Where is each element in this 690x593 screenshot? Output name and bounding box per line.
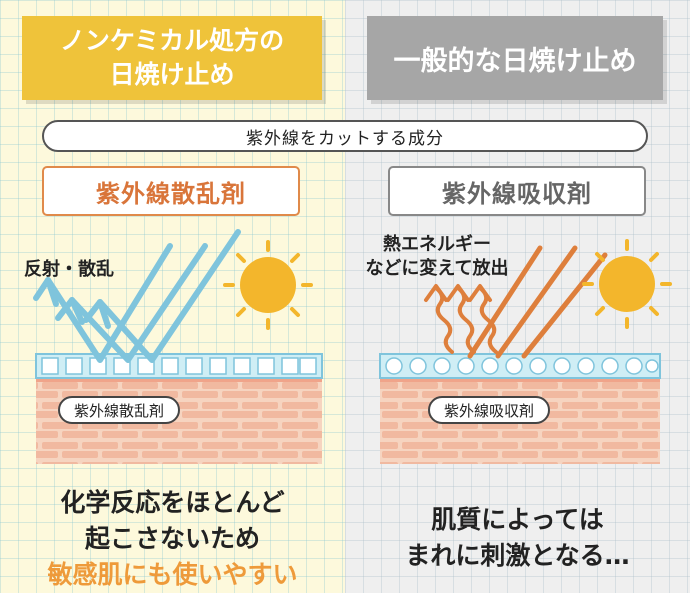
- absorb-particle: [529, 357, 547, 375]
- absorb-particle: [577, 357, 595, 375]
- uv-ray-incoming: [495, 245, 578, 359]
- left-skin-label: 紫外線散乱剤: [58, 396, 181, 424]
- shared-label: 紫外線をカットする成分: [246, 128, 444, 149]
- absorb-particle: [409, 357, 427, 375]
- left-skin-label-text: 紫外線散乱剤: [74, 401, 165, 420]
- scatter-particle: [209, 357, 227, 375]
- right-heat-waves: [424, 284, 498, 354]
- arrowhead: [55, 297, 85, 325]
- absorb-particle: [601, 357, 619, 375]
- absorb-particle: [625, 357, 643, 375]
- right-bottom-text: 肌質によっては まれに刺激となる…: [345, 502, 690, 574]
- right-annotation-line1: 熱エネルギー: [383, 234, 491, 255]
- scatter-particle: [257, 357, 275, 375]
- heat-wave: [478, 286, 498, 354]
- absorb-particle: [433, 357, 451, 375]
- left-bottom-line2: 起こさないため: [84, 524, 260, 553]
- right-ingredient-label: 紫外線吸収剤: [388, 166, 646, 216]
- scatter-particle: [41, 357, 59, 375]
- scatter-particle: [299, 357, 317, 375]
- absorb-particle: [481, 357, 499, 375]
- uv-ray-incoming: [521, 252, 608, 359]
- absorb-particle: [385, 357, 403, 375]
- absorb-particle: [553, 357, 571, 375]
- heat-wave: [456, 286, 476, 354]
- left-title-line2: 日焼け止め: [109, 60, 235, 89]
- arrowhead: [83, 299, 111, 329]
- uv-ray-reflect: [69, 243, 208, 363]
- right-skin-label-text: 紫外線吸収剤: [444, 401, 535, 420]
- left-title-box: ノンケミカル処方の 日焼け止め: [22, 16, 322, 100]
- right-absorb-layer: [379, 353, 661, 379]
- right-title: 一般的な日焼け止め: [393, 45, 637, 77]
- left-scatter-layer: [35, 353, 323, 379]
- scatter-particle: [185, 357, 203, 375]
- left-ingredient-label-text: 紫外線散乱剤: [96, 179, 246, 208]
- left-sun-icon: [223, 240, 313, 330]
- scatter-particle: [65, 357, 83, 375]
- right-bottom-line1: 肌質によっては: [431, 505, 604, 534]
- right-sun-icon: [582, 239, 672, 329]
- scatter-particle: [161, 357, 179, 375]
- left-bottom-text: 化学反応をほとんど 起こさないため 敏感肌にも使いやすい: [0, 485, 345, 593]
- heat-wave: [434, 286, 454, 354]
- right-title-box: 一般的な日焼け止め: [367, 16, 663, 100]
- right-uv-rays: [467, 245, 608, 359]
- right-annotation: 熱エネルギー などに変えて放出: [352, 233, 522, 281]
- right-bottom-line2: まれに刺激となる…: [405, 541, 630, 570]
- scatter-particle: [281, 357, 299, 375]
- absorb-particle: [505, 357, 523, 375]
- left-annotation: 反射・散乱: [24, 259, 114, 280]
- left-ingredient-label: 紫外線散乱剤: [42, 166, 300, 216]
- right-annotation-line2: などに変えて放出: [365, 258, 509, 279]
- uv-ray-reflect: [97, 229, 241, 363]
- shared-label-pill: 紫外線をカットする成分: [42, 120, 648, 152]
- left-uv-rays: [33, 229, 241, 363]
- left-bottom-line3: 敏感肌にも使いやすい: [47, 560, 298, 589]
- left-bottom-line1: 化学反応をほとんど: [60, 488, 285, 517]
- arrowhead: [446, 284, 470, 302]
- right-ingredient-label-text: 紫外線吸収剤: [442, 179, 592, 208]
- right-skin-label: 紫外線吸収剤: [428, 396, 551, 424]
- arrowhead: [424, 284, 448, 302]
- arrowhead: [468, 284, 492, 302]
- scatter-particle: [233, 357, 251, 375]
- absorb-particle: [645, 359, 659, 373]
- uv-ray-incoming: [467, 245, 543, 359]
- left-title-line1: ノンケミカル処方の: [59, 26, 285, 55]
- absorb-particle: [457, 357, 475, 375]
- arrowhead: [33, 277, 59, 307]
